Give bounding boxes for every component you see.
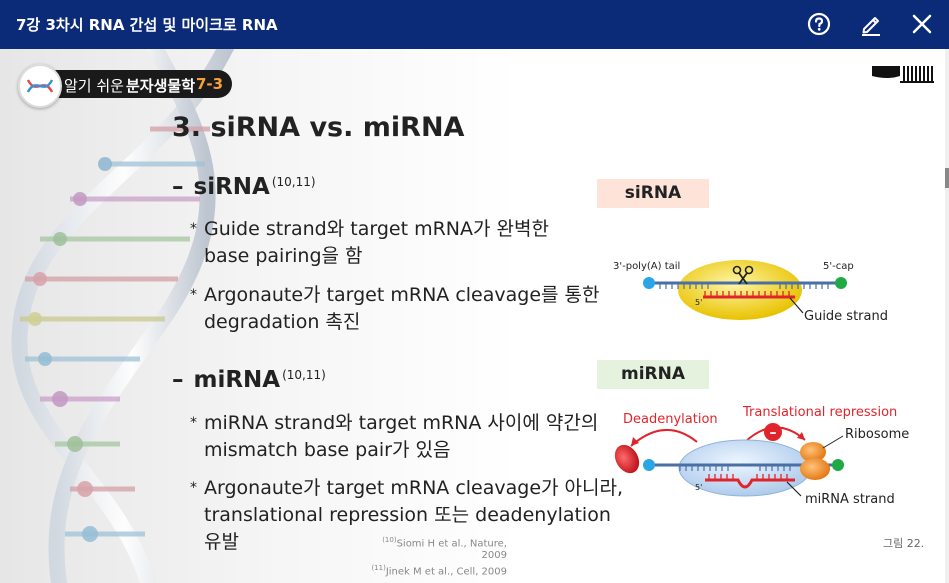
scissors-icon [732, 265, 754, 285]
bullet-marker: * [190, 221, 197, 237]
section-reference: (10,11) [271, 175, 316, 189]
argonaute-complex [678, 260, 802, 320]
section-reference: (10,11) [282, 368, 326, 382]
course-logo-icon [18, 64, 62, 108]
vertical-scrollbar[interactable] [945, 49, 949, 583]
guide-strand-ticks [704, 291, 790, 296]
cap-label: 5'-cap [823, 261, 854, 272]
mirna-strand-label: miRNA strand [805, 492, 895, 507]
course-logo-banner [52, 70, 232, 98]
deadenylase-protein [614, 444, 640, 474]
sirna-figure-tag: siRNA [597, 179, 709, 208]
base-pair-ticks [679, 465, 791, 471]
bullet-marker: * [190, 480, 197, 496]
figure-label: 그림 22. [883, 537, 925, 550]
bullet-text: Argonaute가 target mRNA cleavage를 통한 degr… [204, 284, 600, 333]
ribosome-pointer [822, 435, 844, 449]
section-dash: – [172, 367, 184, 393]
dna-helix-decoration [11, 49, 234, 583]
mirna-diagram: Deadenylation Translational repression –… [614, 405, 909, 507]
bullet-text: Guide strand와 target mRNA가 완벽한 base pair… [204, 218, 549, 267]
minus-badge [764, 423, 782, 441]
ribosome-large-subunit [800, 458, 830, 480]
reference-number: (10) [382, 536, 397, 544]
close-icon[interactable] [909, 11, 935, 37]
reference-number: (11) [371, 564, 386, 573]
lecture-slide [0, 49, 945, 583]
cap-bead [835, 277, 847, 289]
cap-bead [832, 459, 844, 471]
five-prime-label: 5' [695, 483, 702, 492]
slide-title: 3. siRNA vs. miRNA [172, 112, 465, 143]
section-heading-mirna: –miRNA(10,11) [172, 367, 326, 393]
bullet-text: Argonaute가 target mRNA cleavage가 아니라, tr… [204, 477, 624, 553]
section-heading-sirna: –siRNA(10,11) [172, 174, 316, 200]
deadenylation-label: Deadenylation [623, 412, 718, 427]
ribosome-small-subunit [800, 442, 826, 462]
deadenylation-arrow [630, 428, 698, 447]
mirna-figure-tag: miRNA [597, 360, 709, 389]
reference-text: Jinek M et al., Cell, 2009 [385, 566, 507, 578]
mirna-strand-line [705, 478, 795, 489]
guide-strand-label: Guide strand [804, 309, 888, 324]
bullet-item: * Argonaute가 target mRNA cleavage를 통한 de… [190, 282, 600, 336]
reference-text: Siomi H et al., Nature, 2009 [396, 538, 507, 562]
five-prime-label: 5' [695, 298, 702, 307]
reference-line: (11)Jinek M et al., Cell, 2009 [355, 562, 507, 578]
translational-repression-label: Translational repression [742, 405, 897, 420]
help-circle-icon[interactable] [806, 11, 832, 37]
reference-line: (10)Siomi H et al., Nature, 2009 [355, 534, 507, 562]
sirna-diagram: 3'-poly(A) tail 5'-cap 5' Guide strand [613, 260, 888, 324]
scrollbar-thumb[interactable] [945, 168, 949, 188]
guide-strand-pointer [789, 297, 804, 314]
section-dash: – [172, 174, 184, 200]
bullet-marker: * [190, 287, 197, 303]
bullet-item: * miRNA strand와 target mRNA 사이에 약간의 mism… [190, 410, 600, 464]
section-name: siRNA [193, 174, 270, 200]
poly-a-tail-bead [643, 277, 655, 289]
logo-text-easy: 알기 쉬운 [64, 77, 124, 95]
bullet-text: miRNA strand와 target mRNA 사이에 약간의 mismat… [204, 412, 599, 461]
university-brand-logo [872, 66, 934, 83]
references: (10)Siomi H et al., Nature, 2009 (11)Jin… [355, 534, 507, 579]
mirna-strand-pointer [786, 481, 802, 497]
lecture-title: 7강 3차시 RNA 간섭 및 마이크로 RNA [16, 16, 278, 34]
ribosome-label: Ribosome [845, 427, 909, 442]
pencil-icon[interactable] [858, 11, 884, 37]
base-pair-ticks [659, 283, 829, 289]
section-name: miRNA [193, 367, 281, 393]
bullet-item: * Guide strand와 target mRNA가 완벽한 base pa… [190, 216, 600, 270]
poly-a-tail-label: 3'-poly(A) tail [613, 261, 680, 272]
bullet-item: * Argonaute가 target mRNA cleavage가 아니라, … [190, 475, 630, 556]
logo-text-subject: 분자생물학 [126, 77, 196, 95]
dna-logo-icon [26, 79, 54, 93]
logo-text-lesson: 7-3 [196, 75, 224, 93]
bullet-marker: * [190, 415, 197, 431]
poly-a-tail-bead [643, 459, 655, 471]
minus-badge-text: – [770, 425, 777, 441]
title-bar: 7강 3차시 RNA 간섭 및 마이크로 RNA [0, 0, 949, 49]
mirna-strand-ticks [708, 474, 788, 479]
